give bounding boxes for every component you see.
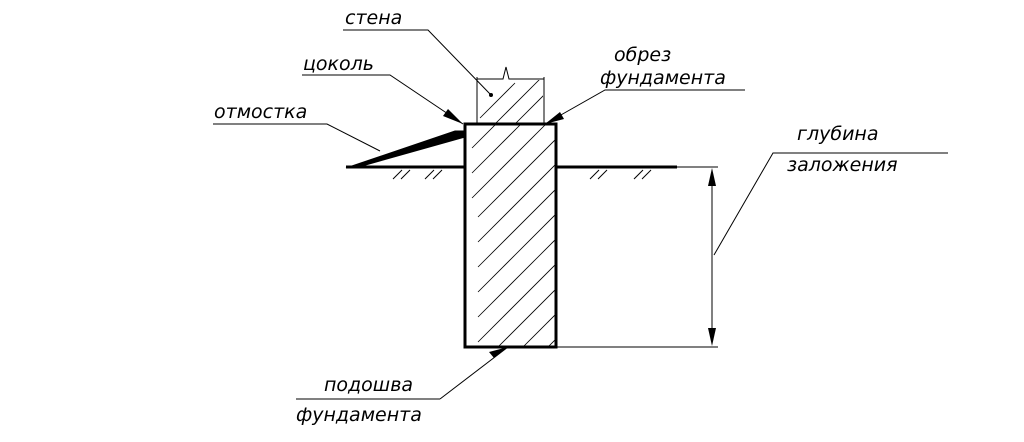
foundation-top-label-2: фундамента <box>600 67 726 89</box>
sole-label-1: подошва <box>324 374 413 396</box>
wall-hatching <box>479 80 543 124</box>
leader-lines <box>213 29 948 400</box>
soil-hatching <box>392 169 652 180</box>
depth-dimension <box>556 166 718 348</box>
depth-label-1: глубина <box>797 123 879 145</box>
wall-label: стена <box>345 7 402 29</box>
plinth-arrowhead <box>443 109 463 124</box>
sole-arrowhead <box>489 347 508 358</box>
foundation-top-label-1: обрез <box>614 44 671 66</box>
foundation-top-arrowhead <box>545 112 564 124</box>
blind-area-label: отмостка <box>214 101 307 123</box>
foundation-hatching <box>471 124 556 347</box>
foundation-body <box>463 122 558 349</box>
wall-outline <box>476 66 545 124</box>
plinth-label: цоколь <box>303 53 374 75</box>
depth-label-2: заложения <box>787 154 898 176</box>
sole-label-2: фундамента <box>296 404 422 426</box>
blind-area-slab <box>345 130 466 169</box>
